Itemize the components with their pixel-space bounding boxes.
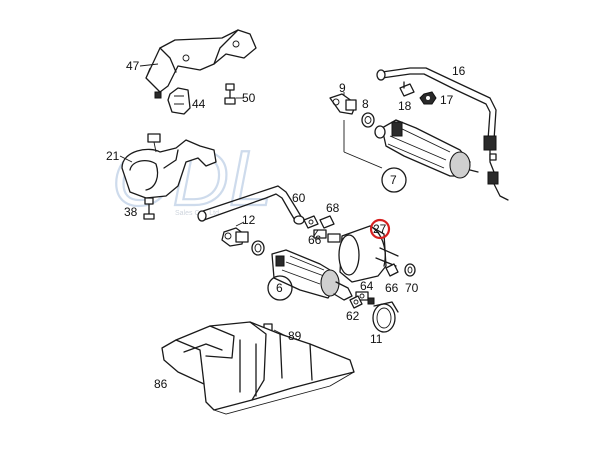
callout-9: 9 xyxy=(339,81,346,95)
callout-12: 12 xyxy=(242,213,256,227)
callout-60: 60 xyxy=(292,191,306,205)
part-66-clip-lower[interactable] xyxy=(385,263,399,277)
highlight-ring-27 xyxy=(369,218,391,240)
leader-12 xyxy=(235,221,245,227)
part-62-clip[interactable] xyxy=(349,295,363,309)
part-68-clip[interactable] xyxy=(303,215,319,229)
callout-16: 16 xyxy=(452,64,466,78)
leader-21 xyxy=(119,155,133,163)
callout-17: 17 xyxy=(440,93,454,107)
callout-66-upper: 66 xyxy=(308,233,322,247)
part-50-bolt[interactable] xyxy=(224,83,236,105)
callout-18: 18 xyxy=(398,99,412,113)
callout-44: 44 xyxy=(192,97,206,111)
part-47-bracket[interactable] xyxy=(145,29,257,93)
part-86-heat-shield[interactable] xyxy=(161,321,355,415)
callout-8: 8 xyxy=(362,97,369,111)
part-64-fitting[interactable] xyxy=(355,291,369,301)
part-17-nut[interactable] xyxy=(419,91,437,105)
callout-86: 86 xyxy=(154,377,168,391)
callout-27: 27 xyxy=(373,222,387,236)
callout-64: 64 xyxy=(360,279,374,293)
leader-66a xyxy=(313,229,319,237)
part-11-clamp[interactable] xyxy=(372,301,399,333)
callout-7: 7 xyxy=(390,173,397,187)
callout-21: 21 xyxy=(106,149,120,163)
callout-38: 38 xyxy=(124,205,138,219)
part-60-hose[interactable] xyxy=(197,185,305,225)
callout-50: 50 xyxy=(242,91,256,105)
part-38-bolt[interactable] xyxy=(143,197,155,220)
part-7-assembly[interactable] xyxy=(381,119,479,179)
part-21-clamp[interactable] xyxy=(121,133,217,199)
part-oring[interactable] xyxy=(374,125,386,139)
callout-labels: 47 44 50 9 8 16 18 17 21 7 38 60 12 68 6… xyxy=(106,59,466,391)
part-70-ring[interactable] xyxy=(404,263,416,277)
callout-7-circle xyxy=(381,167,407,193)
callout-11: 11 xyxy=(370,332,383,346)
part-8-washer[interactable] xyxy=(361,112,375,128)
part-12-fitting[interactable] xyxy=(221,227,249,247)
callout-68: 68 xyxy=(326,201,340,215)
callout-89: 89 xyxy=(288,329,302,343)
callout-70: 70 xyxy=(405,281,419,295)
callout-47: 47 xyxy=(126,59,140,73)
part-ring-small[interactable] xyxy=(251,240,265,256)
callout-6: 6 xyxy=(276,281,283,295)
part-small-nut[interactable] xyxy=(367,297,375,305)
callout-66-lower: 66 xyxy=(385,281,399,295)
callout-6-circle xyxy=(267,275,293,301)
part-44-rubber-mount[interactable] xyxy=(167,87,191,115)
part-16-fuel-line[interactable] xyxy=(376,67,509,201)
callout-62: 62 xyxy=(346,309,360,323)
part-27-fuel-filter[interactable] xyxy=(313,225,399,283)
part-9-banjo[interactable] xyxy=(329,93,357,115)
leader-47 xyxy=(139,63,159,67)
part-66-clip-upper[interactable] xyxy=(319,215,335,229)
part-6-fuel-pump[interactable] xyxy=(271,249,353,301)
part-18-clip[interactable] xyxy=(399,81,415,97)
leader-7a xyxy=(343,151,383,169)
part-bolt-small[interactable] xyxy=(154,91,162,99)
